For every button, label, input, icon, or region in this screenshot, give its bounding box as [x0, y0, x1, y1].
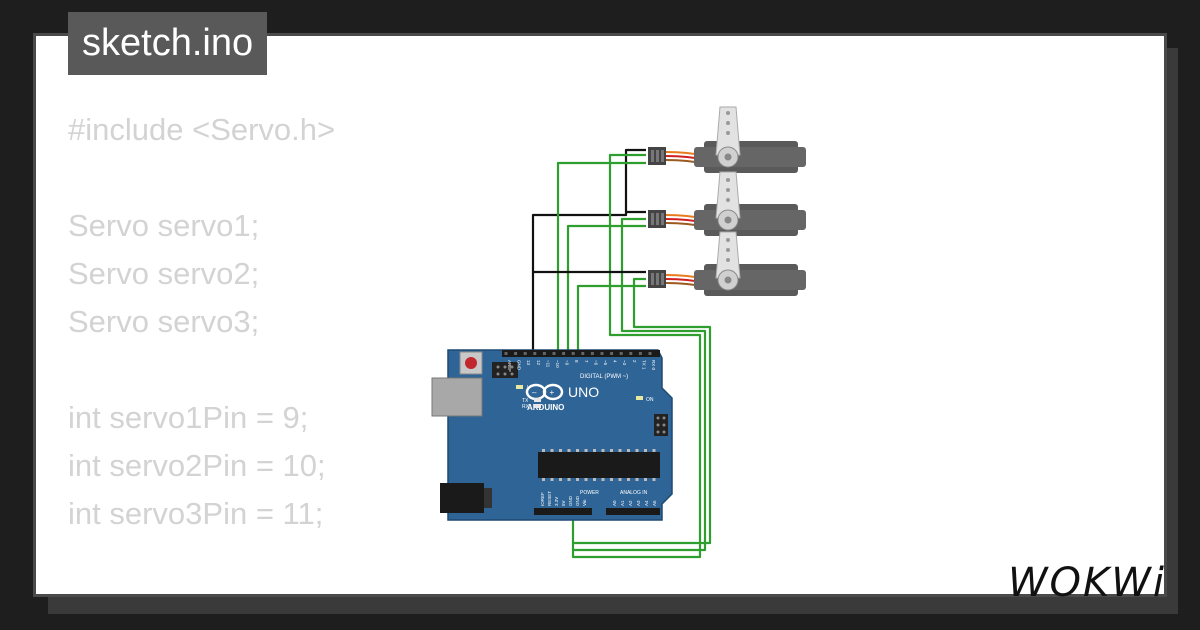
code-line — [68, 346, 335, 394]
analog-pin-label: A1 — [620, 500, 625, 506]
icsp-header — [492, 362, 518, 378]
digital-pin-label: 13 — [526, 360, 531, 366]
power-pin-label: GND — [568, 495, 573, 506]
servo-horn — [715, 171, 741, 219]
servo-2[interactable] — [648, 171, 806, 236]
digital-pin[interactable] — [648, 352, 652, 355]
digital-pin[interactable] — [590, 352, 594, 355]
power-label: POWER — [580, 490, 599, 496]
code-line: #include <Servo.h> — [68, 112, 336, 147]
digital-header-label: DIGITAL (PWM ~) — [580, 374, 628, 380]
analog-header — [606, 508, 660, 515]
wire-servo1-gnd — [531, 148, 646, 357]
digital-pin-label: TX 1 — [641, 360, 646, 370]
digital-pin[interactable] — [581, 352, 585, 355]
analog-label: ANALOG IN — [620, 490, 648, 496]
digital-pin[interactable] — [523, 352, 527, 355]
wire-servo1-signal — [556, 161, 646, 357]
digital-pin-label: ~3 — [622, 360, 627, 366]
analog-pin-label: A3 — [636, 500, 641, 506]
digital-pin[interactable] — [562, 352, 566, 355]
analog-pin-label: A5 — [652, 500, 657, 506]
digital-pin[interactable] — [600, 352, 604, 355]
code-line: Servo servo3; — [68, 304, 260, 339]
power-pin-label: 5V — [561, 500, 566, 506]
digital-pin-label: 8 — [574, 360, 579, 363]
digital-pin-label: 12 — [536, 360, 541, 366]
power-header — [534, 508, 592, 515]
wires — [531, 148, 712, 559]
digital-pin[interactable] — [552, 352, 556, 355]
servo-3[interactable] — [648, 231, 806, 296]
svg-text:–: – — [532, 388, 537, 397]
code-editor[interactable]: #include <Servo.h> Servo servo1; Servo ser… — [68, 106, 336, 594]
arduino-logo: – + — [525, 383, 564, 401]
digital-pin-label: ~9 — [565, 360, 570, 366]
digital-pin[interactable] — [542, 352, 546, 355]
digital-pin[interactable] — [571, 352, 575, 355]
digital-pin-label: GND — [517, 360, 522, 371]
power-pin-label: IOREF — [540, 492, 545, 506]
digital-pin-label: RX 0 — [651, 360, 656, 371]
code-line: int servo3Pin = 11; — [68, 496, 324, 531]
digital-pin[interactable] — [504, 352, 508, 355]
digital-pin[interactable] — [619, 352, 623, 355]
arduino-uno-board[interactable]: AREF GND 13 12 ~11 ~10 ~9 8 7 ~6 ~5 4 ~3 2 TX 1 RX 0 DI… — [431, 349, 673, 521]
power-pin-label: RESET — [547, 491, 552, 506]
digital-pin-label: ~6 — [593, 360, 598, 366]
filename-tab[interactable]: sketch.ino — [68, 12, 268, 75]
code-line: Servo servo1; — [68, 208, 260, 243]
digital-pin-label: 4 — [613, 360, 618, 363]
digital-pin-label: 7 — [584, 360, 589, 363]
digital-pin-label: AREF — [507, 360, 512, 372]
servo-1[interactable] — [648, 106, 806, 173]
analog-pin-label: A0 — [612, 500, 617, 506]
digital-pin-label: ~10 — [555, 360, 560, 368]
rx-label: RX — [522, 404, 530, 410]
wire-servo1-vcc — [571, 153, 702, 559]
svg-text:+: + — [550, 388, 555, 397]
editor-card: #include <Servo.h> Servo servo1; Servo ser… — [33, 33, 1167, 597]
board-model: UNO — [568, 384, 599, 400]
wokwi-logo: WOKWi — [1008, 560, 1166, 606]
code-line: int servo1Pin = 9; — [68, 400, 309, 435]
power-pin-label: Vin — [582, 499, 587, 506]
analog-pin-label: A2 — [628, 500, 633, 506]
digital-header — [502, 350, 660, 357]
circuit-diagram: AREF GND 13 12 ~11 ~10 ~9 8 7 ~6 ~5 4 ~3 2 TX 1 RX 0 DI… — [431, 106, 806, 559]
wire-servo3-vcc — [573, 277, 712, 545]
wire-servo3-signal — [576, 284, 646, 357]
power-jack — [440, 483, 484, 513]
code-line — [68, 154, 335, 202]
code-line — [68, 538, 335, 586]
tx-label: TX — [522, 398, 529, 404]
analog-pin-label: A4 — [644, 500, 649, 506]
code-line: int servo2Pin = 10; — [68, 448, 326, 483]
code-line: Servo servo2; — [68, 256, 260, 291]
wokwi-logo-text: WOKWi — [1008, 560, 1166, 606]
power-pin-label: 3.3V — [554, 497, 559, 506]
l-label: L — [527, 385, 530, 391]
wire-servo2-vcc — [573, 217, 707, 552]
digital-pin[interactable] — [533, 352, 537, 355]
digital-pin-label: 2 — [632, 360, 637, 363]
digital-pin[interactable] — [610, 352, 614, 355]
board-brand: ARDUINO — [527, 403, 564, 412]
on-label: ON — [646, 397, 654, 403]
code-line: void setup() { — [68, 586, 335, 594]
digital-pin-label: ~11 — [545, 360, 550, 368]
digital-pin[interactable] — [514, 352, 518, 355]
power-pin-label: GND — [575, 495, 580, 506]
atmega-chip — [538, 452, 660, 478]
servo-horn — [715, 231, 741, 279]
digital-pin[interactable] — [638, 352, 642, 355]
digital-pin[interactable] — [629, 352, 633, 355]
digital-pin-label: ~5 — [603, 360, 608, 366]
wire-servo2-signal — [566, 224, 646, 357]
usb-port — [431, 377, 483, 417]
